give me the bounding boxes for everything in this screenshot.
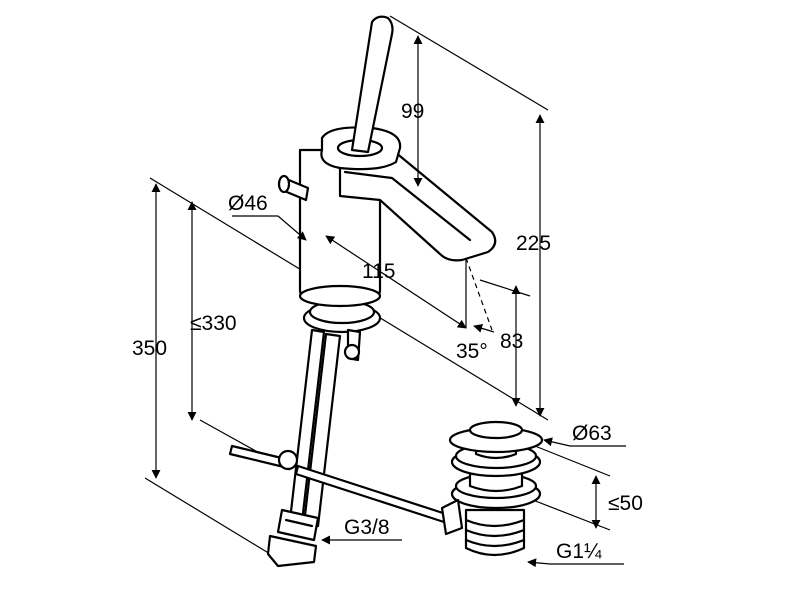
faucet — [228, 15, 497, 568]
label-supply-thread: G3/8 — [344, 516, 390, 539]
supply-fitting — [266, 508, 320, 568]
label-body-diameter: Ø46 — [228, 192, 268, 215]
label-supply-length: 350 — [132, 337, 167, 360]
label-spout-reach: 115 — [362, 260, 395, 283]
label-lever-height: 99 — [401, 100, 424, 123]
dimension-labels: 99 225 Ø46 115 35° 83 ≤330 350 Ø63 ≤50 G… — [132, 100, 643, 563]
waste-drain — [440, 420, 544, 557]
lever-handle — [350, 15, 394, 154]
label-outlet-height: 83 — [500, 330, 523, 353]
label-waste-thread: G1¼ — [556, 540, 602, 563]
label-waste-diameter: Ø63 — [572, 422, 612, 445]
label-spout-angle: 35° — [456, 340, 488, 363]
label-rod-length: ≤330 — [190, 312, 237, 335]
dimension-lines — [151, 35, 626, 568]
label-total-height: 225 — [516, 232, 551, 255]
label-waste-height: ≤50 — [608, 492, 643, 515]
